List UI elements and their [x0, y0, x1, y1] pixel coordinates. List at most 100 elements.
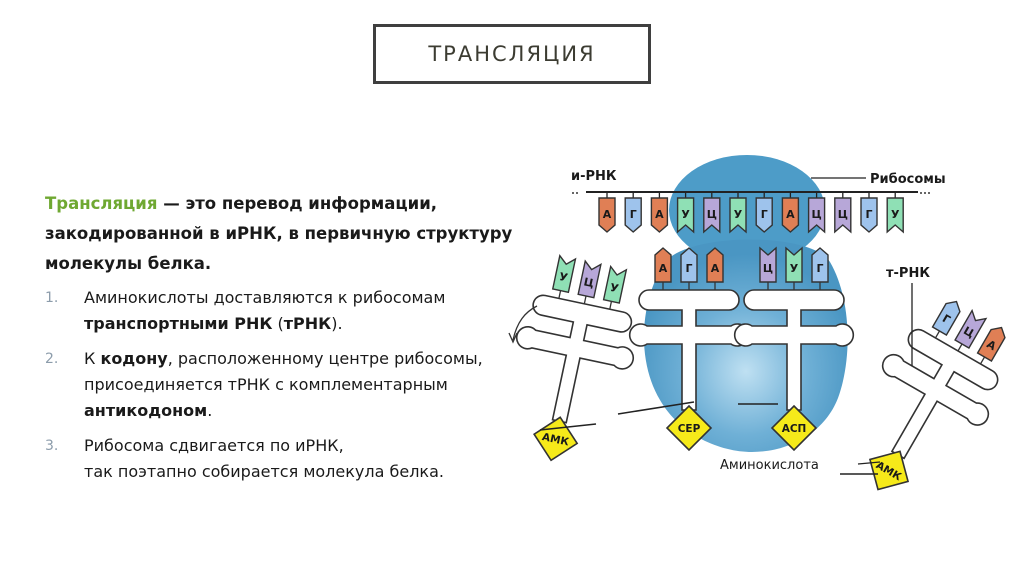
- mrna-nucleotide: А: [650, 197, 669, 233]
- trna-leaving: ГЦА АМК: [868, 300, 1006, 491]
- chain-end-line: [539, 423, 597, 431]
- nucleotide-letter: Г: [685, 262, 692, 275]
- step-number: 1.: [45, 290, 59, 306]
- nucleotide-shape: [703, 197, 721, 234]
- nucleotide-shape: [931, 300, 961, 336]
- label-ribosome: Рибосомы: [870, 172, 946, 187]
- amino-acid: АМК: [868, 450, 910, 491]
- step-item: 2.К кодону, расположенному центре рибосо…: [45, 346, 515, 424]
- nucleotide-letter: Ц: [811, 208, 821, 221]
- nucleotide-shape: [954, 308, 988, 349]
- step-number: 2.: [45, 351, 59, 367]
- nucleotide-letter: Г: [865, 208, 872, 221]
- slide-title: ТРАНСЛЯЦИЯ: [428, 42, 596, 66]
- nucleotide-shape: [976, 326, 1006, 362]
- step-text: (: [272, 314, 284, 333]
- step-text: Аминокислоты доставляются к рибосомам: [84, 288, 446, 307]
- amino-acid-diamond: [533, 416, 579, 462]
- nucleotide-shape: [676, 197, 695, 234]
- mrna-nucleotide: Ц: [703, 197, 721, 234]
- nucleotide-shape: [729, 197, 747, 234]
- peptide-bond: [617, 401, 695, 415]
- anticodon-stem: [583, 295, 587, 304]
- anticodon-nucleotide: А: [976, 326, 1006, 362]
- mrna-nucleotide: У: [676, 197, 695, 234]
- nucleotide-shape: [680, 247, 698, 283]
- nucleotide-letter: А: [603, 208, 612, 221]
- step-text: .: [207, 401, 213, 420]
- step-text: К: [84, 349, 101, 368]
- anticodon-nucleotide: Ц: [577, 259, 602, 299]
- amino-acid: АСП: [770, 404, 818, 452]
- anticodon-nucleotide: А: [654, 247, 672, 283]
- anticodon-nucleotide: Ц: [759, 246, 777, 283]
- nucleotide-letter: А: [655, 208, 664, 221]
- anticodon-stem: [558, 290, 562, 299]
- nucleotide-shape: [577, 259, 602, 299]
- nucleotide-shape: [755, 197, 773, 233]
- anticodon-nucleotide: Ц: [954, 308, 988, 349]
- mrna-nucleotide: У: [729, 197, 747, 234]
- anticodon-stem: [979, 356, 986, 365]
- nucleotide-shape: [781, 197, 800, 233]
- amino-acid-diamond: [868, 450, 910, 491]
- anticodon-stem: [957, 343, 963, 352]
- amino-acid-leader-line: [857, 461, 881, 465]
- mrna-nucleotide: Г: [755, 197, 773, 233]
- amino-acid-label: АСП: [782, 423, 807, 435]
- step-text: , расположенному центре рибосомы, присое…: [84, 349, 483, 394]
- steps-list: 1.Аминокислоты доставляются к рибосомам …: [45, 285, 515, 494]
- nucleotide-letter: А: [711, 262, 720, 275]
- step-emphasis: антикодоном: [84, 401, 208, 420]
- nucleotide-letter: У: [790, 262, 799, 275]
- label-amino-acid: Аминокислота: [720, 458, 819, 473]
- nucleotide-shape: [785, 246, 803, 283]
- mrna-nucleotide: Г: [624, 197, 642, 233]
- trna-body: [733, 289, 855, 411]
- anticodon-nucleotide: У: [602, 264, 628, 304]
- anticodon-nucleotide: Г: [931, 300, 961, 336]
- nucleotide-shape: [860, 197, 878, 233]
- ribosome-small-subunit: [669, 155, 825, 265]
- step-number: 3.: [45, 438, 59, 454]
- nucleotide-shape: [706, 247, 724, 283]
- nucleotide-shape: [654, 247, 672, 283]
- nucleotide-letter: Ц: [707, 208, 717, 221]
- curved-arrow-icon: [508, 305, 538, 344]
- nucleotide-letter: У: [558, 270, 570, 285]
- amino-acid: АМК: [533, 416, 579, 462]
- amino-acid-label: СЕР: [678, 423, 701, 435]
- anticodon-stem: [609, 301, 613, 310]
- title-box: ТРАНСЛЯЦИЯ: [373, 24, 651, 84]
- nucleotide-letter: Г: [761, 208, 768, 221]
- step-text: Рибосома сдвигается по иРНК,: [84, 436, 344, 455]
- mrna-nucleotide: А: [781, 197, 800, 233]
- trna-body: [628, 289, 750, 411]
- step-text: ).: [331, 314, 343, 333]
- mrna-strand: [572, 191, 930, 194]
- mrna-nucleotide: А: [598, 197, 616, 233]
- anticodon-nucleotide: У: [785, 246, 803, 283]
- nucleotide-letter: А: [659, 262, 668, 275]
- anticodon-stem: [934, 330, 941, 339]
- step-emphasis: тРНК: [283, 314, 332, 333]
- amino-acid-diamond: [665, 404, 713, 452]
- step-emphasis: транспортными РНК: [84, 314, 273, 333]
- nucleotide-letter: Г: [630, 208, 637, 221]
- step-text: так поэтапно собирается молекула белка.: [84, 462, 444, 481]
- nucleotide-shape: [551, 254, 577, 294]
- intro-definition: — это перевод информации, закодированной…: [45, 194, 513, 273]
- amino-acid-diamond: [770, 404, 818, 452]
- mrna-nucleotide: Г: [860, 197, 878, 233]
- nucleotide-shape: [598, 197, 616, 233]
- nucleotide-shape: [811, 247, 829, 283]
- nucleotide-letter: У: [891, 208, 900, 221]
- label-mrna: и-РНК: [571, 169, 617, 184]
- anticodon-nucleotide: У: [551, 254, 577, 294]
- anticodon-nucleotide: Г: [680, 247, 698, 283]
